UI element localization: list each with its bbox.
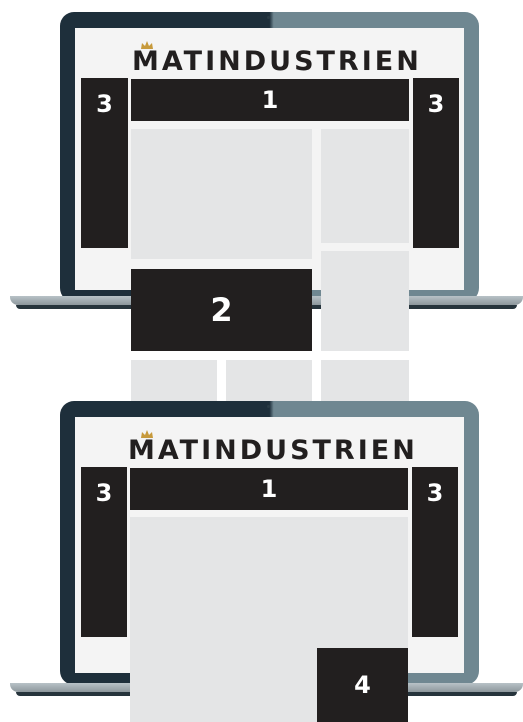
site-logo: MATINDUSTRIEN xyxy=(132,46,422,77)
content-placeholder xyxy=(321,129,409,243)
side-ad-left-label: 3 xyxy=(95,479,113,507)
banner-ad-label: 2 xyxy=(210,291,233,329)
side-ad-right: 3 xyxy=(412,467,458,637)
side-ad-right: 3 xyxy=(413,78,459,248)
side-ad-left: 3 xyxy=(81,467,127,637)
site-logo: MATINDUSTRIEN xyxy=(128,435,418,466)
side-ad-right-label: 3 xyxy=(427,90,445,118)
content-placeholder xyxy=(131,129,312,259)
header-ad-label: 1 xyxy=(261,86,279,114)
header-ad: 1 xyxy=(130,468,408,510)
laptop-bottom-camera xyxy=(267,405,270,408)
crown-icon xyxy=(141,41,153,49)
header-ad-label: 1 xyxy=(260,475,278,503)
crown-icon xyxy=(141,430,153,438)
side-ad-left: 3 xyxy=(81,78,128,248)
banner-ad: 2 xyxy=(131,269,312,351)
corner-ad-label: 4 xyxy=(354,671,371,699)
corner-ad: 4 xyxy=(317,648,408,722)
laptop-top-camera xyxy=(267,16,270,19)
content-placeholder xyxy=(131,360,217,402)
content-placeholder xyxy=(321,251,409,351)
side-ad-left-label: 3 xyxy=(96,90,113,118)
side-ad-right-label: 3 xyxy=(426,479,444,507)
header-ad: 1 xyxy=(131,79,409,121)
content-placeholder xyxy=(226,360,312,402)
content-placeholder xyxy=(321,360,409,402)
